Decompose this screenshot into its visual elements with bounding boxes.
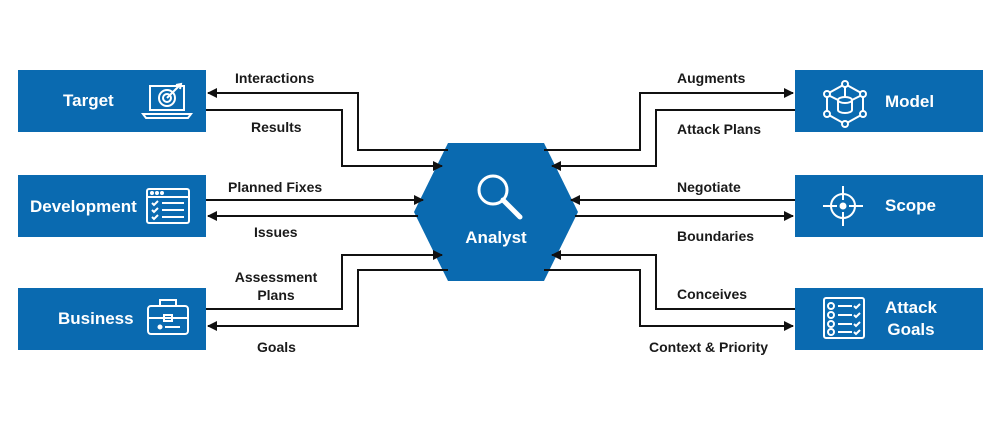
label-context-priority: Context & Priority — [649, 339, 769, 355]
magnifier-icon — [477, 174, 523, 220]
network-cube-icon — [823, 80, 867, 128]
label-negotiate: Negotiate — [677, 179, 741, 195]
arrow-goals — [207, 269, 448, 331]
crosshair-icon — [823, 186, 863, 226]
scope-label: Scope — [885, 196, 937, 215]
checklist-clipboard-icon — [823, 297, 865, 339]
label-issues: Issues — [254, 224, 298, 240]
arrow-attack-plans — [551, 109, 795, 171]
label-attack-plans: Attack Plans — [677, 121, 762, 137]
laptop-target-icon — [141, 82, 193, 119]
arrow-augments — [544, 88, 794, 151]
label-planned-fixes: Planned Fixes — [228, 179, 323, 195]
label-augments: Augments — [677, 70, 746, 86]
model-label: Model — [885, 92, 935, 111]
label-conceives: Conceives — [677, 286, 748, 302]
arrow-results — [206, 109, 443, 171]
attack-goals-label: Attack Goals — [876, 297, 946, 341]
arrow-conceives — [551, 250, 795, 310]
arrow-interactions — [207, 88, 448, 151]
target-label: Target — [63, 91, 114, 110]
development-label: Development — [30, 197, 137, 216]
attack-goals-label-line2: Goals — [887, 320, 935, 339]
label-goals: Goals — [257, 339, 296, 355]
analyst-hexagon[interactable] — [414, 143, 578, 281]
label-results: Results — [251, 119, 302, 135]
development-box[interactable] — [18, 175, 206, 237]
briefcase-icon — [147, 299, 189, 335]
checklist-window-icon — [146, 188, 190, 224]
arrow-assessment-plans — [206, 250, 443, 310]
attack-goals-label-line1: Attack — [885, 298, 937, 317]
arrow-context-priority — [544, 269, 794, 331]
label-assessment-plans-line1: Assessment — [234, 269, 318, 285]
label-interactions: Interactions — [235, 70, 315, 86]
label-assessment-plans: Assessment Plans — [226, 268, 326, 304]
label-boundaries: Boundaries — [677, 228, 755, 244]
analyst-label: Analyst — [465, 228, 527, 247]
label-assessment-plans-line2: Plans — [257, 287, 295, 303]
business-label: Business — [58, 309, 134, 328]
